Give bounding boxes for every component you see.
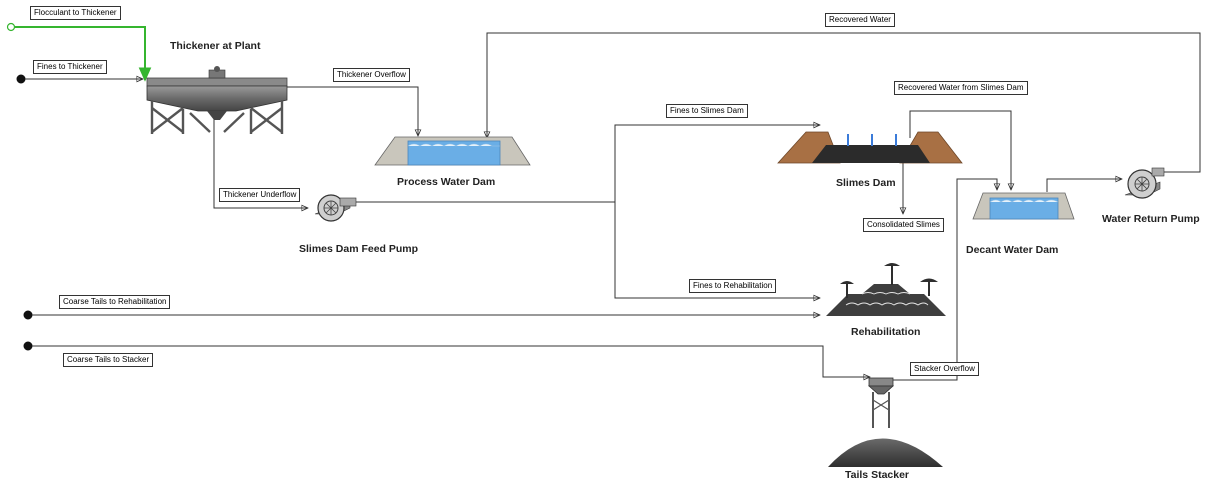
unit-label-thickener: Thickener at Plant	[170, 40, 261, 52]
tails-stacker-icon	[828, 377, 943, 467]
stream-tag-fines-to-thickener: Fines to Thickener	[33, 60, 107, 74]
unit-label-process-water-dam: Process Water Dam	[397, 176, 496, 188]
flocculant-source-node	[6, 22, 16, 32]
stream-tag-consolidated-slimes: Consolidated Slimes	[863, 218, 944, 232]
decant-water-dam-icon	[972, 192, 1075, 220]
stream-tag-recovered-water-from-slimes-dam: Recovered Water from Slimes Dam	[894, 81, 1028, 95]
stream-lines	[6, 22, 1201, 381]
fines-to-rehabilitation-line	[614, 202, 820, 298]
stream-tag-recovered-water: Recovered Water	[825, 13, 895, 27]
unit-label-decant-water-dam: Decant Water Dam	[966, 244, 1059, 256]
coarse-tails-to-stacker-line	[32, 345, 870, 377]
unit-label-slimes-dam-feed-pump: Slimes Dam Feed Pump	[299, 243, 419, 255]
thickener-icon	[146, 66, 288, 134]
unit-label-water-return-pump: Water Return Pump	[1102, 213, 1200, 225]
coarse-stacker-source-node	[23, 341, 33, 351]
decant-to-pump-line	[1046, 179, 1122, 192]
unit-label-tails-stacker: Tails Stacker	[845, 469, 910, 481]
stream-tag-stacker-overflow: Stacker Overflow	[910, 362, 979, 376]
stacker-overflow-line	[888, 178, 997, 381]
stream-tag-fines-to-slimes-dam: Fines to Slimes Dam	[666, 104, 748, 118]
stream-tag-thickener-underflow: Thickener Underflow	[219, 188, 301, 202]
slimes-dam-icon	[777, 131, 963, 164]
stream-tag-thickener-overflow: Thickener Overflow	[333, 68, 410, 82]
stream-tag-flocculant-to-thickener: Flocculant to Thickener	[30, 6, 121, 20]
stream-tag-coarse-tails-to-stacker: Coarse Tails to Stacker	[63, 353, 154, 367]
unit-label-slimes-dam: Slimes Dam	[836, 177, 896, 189]
stream-tag-fines-to-rehabilitation: Fines to Rehabilitation	[689, 279, 777, 293]
fines-to-slimes-dam-line	[614, 125, 820, 202]
rehabilitation-icon	[826, 263, 946, 316]
stream-tag-coarse-tails-to-rehabilitation: Coarse Tails to Rehabilitation	[59, 295, 171, 309]
fines-source-node	[16, 74, 26, 84]
unit-label-rehabilitation: Rehabilitation	[851, 326, 921, 338]
water-return-pump-icon	[1124, 167, 1165, 199]
flocculant-line	[15, 26, 145, 80]
thickener-underflow-line	[213, 118, 308, 208]
recovered-water-slimes-line	[909, 110, 1011, 190]
thickener-overflow-line	[287, 86, 418, 136]
slimes-dam-feed-pump-icon	[314, 194, 357, 222]
recovered-water-line	[487, 32, 1201, 173]
coarse-rehab-source-node	[23, 310, 33, 320]
process-water-dam-icon	[374, 136, 531, 166]
